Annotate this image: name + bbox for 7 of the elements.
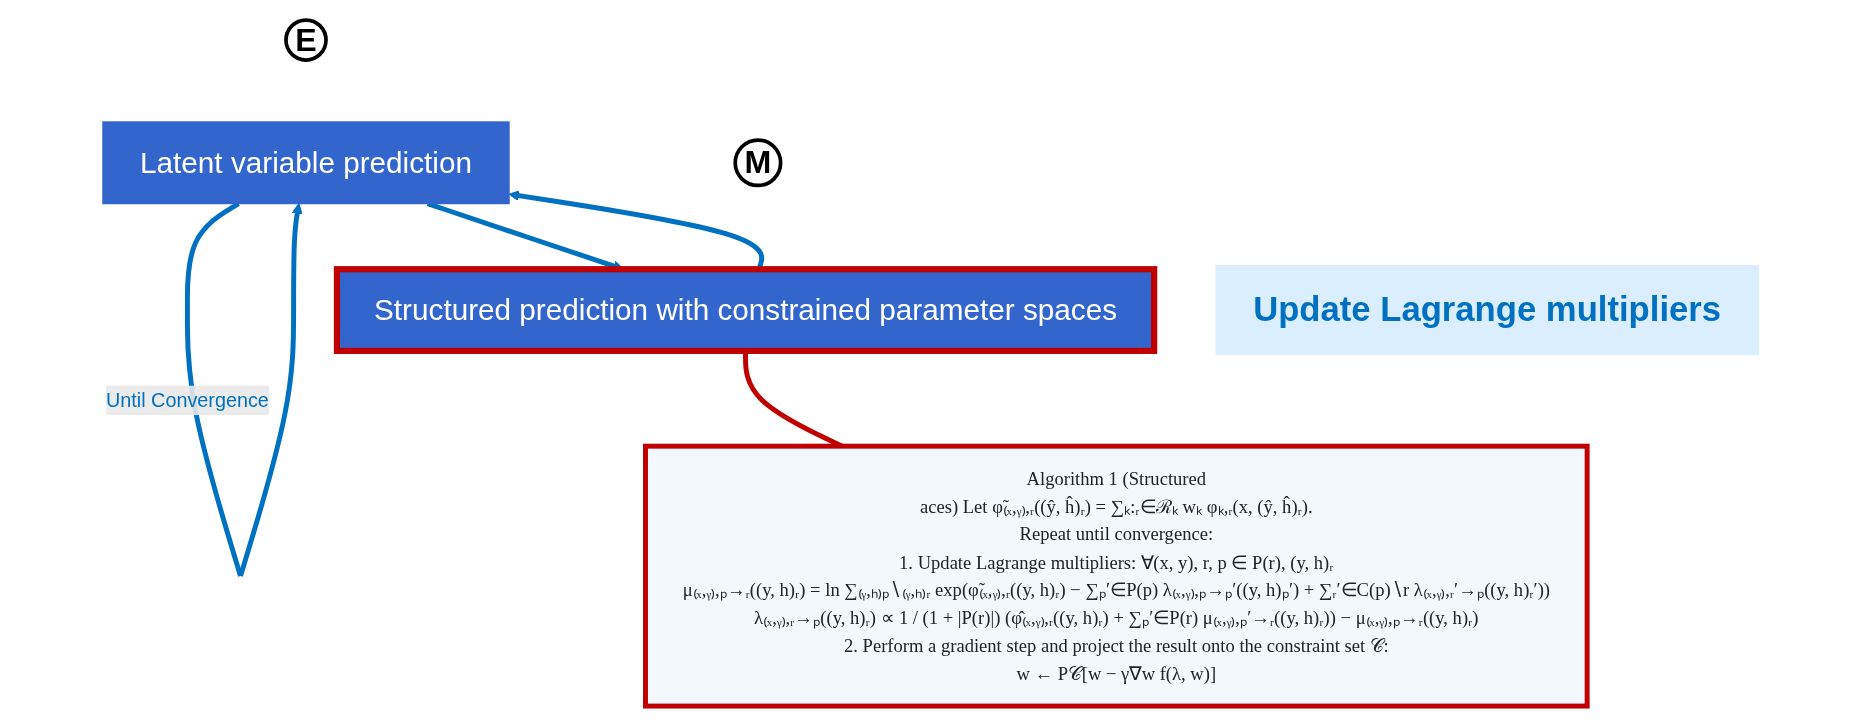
node-box: Structured prediction with constrained parameter spaces xyxy=(334,266,1158,354)
node-box: Update Lagrange multipliers xyxy=(1215,264,1760,356)
node-box: Algorithm 1 (Structured aces) Let φ̃₍ₓ,ᵧ₎,ᵣ((ŷ, ĥ)ᵣ) = ∑ₖ:ᵣ∈ℛₖ wₖ φₖ,ᵣ(x, (ŷ, ĥ)ᵣ). Repeat until convergence: 1. Update Lagrange multipliers: ∀(x, y), r, p ∈ P(r), (y, h)ᵣ μ₍ₓ,ᵧ₎,ₚ→ᵣ((y, h)ᵣ) = ln ∑₍ᵧ,ₕ₎ₚ∖₍ᵧ,ₕ₎ᵣ exp(φ̃₍ₓ,ᵧ₎,ᵣ((y, h)ᵣ) − ∑ₚ′∈P(p) λ₍ₓ,ᵧ₎,ₚ→ₚ′((y, h)ₚ′) + ∑ᵣ′∈C(p)∖r λ₍ₓ,ᵧ₎,ᵣ′→ₚ((y, h)ᵣ′)) λ₍ₓ,ᵧ₎,ᵣ→ₚ((y, h)ᵣ) ∝ 1 / (1 + |P(r)|) (φ̂₍ₓ,ᵧ₎,ᵣ((y, h)ᵣ) + ∑ₚ′∈P(r) μ₍ₓ,ᵧ₎,ₚ′→ᵣ((y, h)ᵣ)) − μ₍ₓ,ᵧ₎,ₚ→ᵣ((y, h)ᵣ) 2. Perform a gradient step and project the result onto the constraint set 𝒞: w ← P𝒞[w − γ∇w f(λ, w)] xyxy=(643,443,1591,709)
node-box: Latent variable prediction xyxy=(102,121,511,205)
node-circle: M xyxy=(733,138,783,188)
edge-label: Until Convergence xyxy=(106,389,270,411)
node-circle: E xyxy=(284,18,329,62)
